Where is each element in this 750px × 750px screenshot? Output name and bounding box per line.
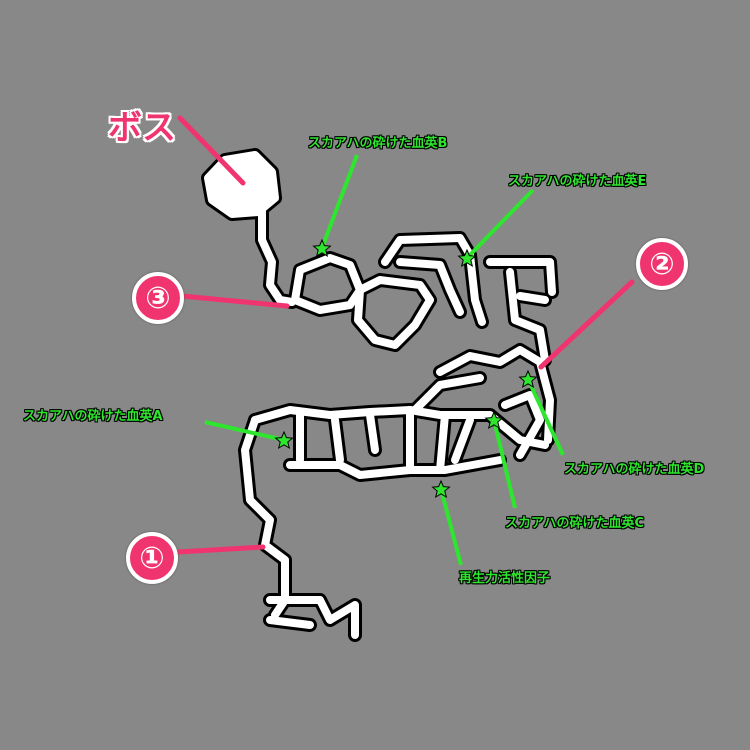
star-icon-c bbox=[484, 410, 504, 430]
item-c-leader-line bbox=[492, 419, 517, 509]
item-d-label: スカアハの砕けた血英D bbox=[564, 462, 705, 477]
regen-item-label: 再生力活性因子 bbox=[459, 571, 551, 586]
point-3-leader-line bbox=[179, 293, 290, 309]
star-icon-b bbox=[312, 238, 332, 258]
item-e-leader-line bbox=[465, 188, 535, 260]
point-2-leader-line bbox=[538, 279, 635, 370]
boss-leader-line bbox=[177, 115, 246, 186]
green-leader-lines bbox=[204, 154, 565, 566]
point-2-marker: ② bbox=[636, 238, 688, 290]
star-icon-d bbox=[518, 369, 538, 389]
star-icon-regen bbox=[431, 479, 451, 499]
point-1-marker: ① bbox=[126, 532, 178, 584]
pink-leader-lines bbox=[175, 115, 635, 555]
boss-marker-label: ボス bbox=[108, 108, 176, 148]
star-icon-e bbox=[457, 248, 477, 268]
map-corridors bbox=[201, 148, 559, 642]
item-stars bbox=[274, 238, 538, 499]
item-e-label: スカアハの砕けた血英E bbox=[508, 174, 647, 189]
star-icon-a bbox=[274, 430, 294, 450]
item-d-leader-line bbox=[526, 378, 565, 456]
point-3-marker: ③ bbox=[132, 272, 184, 324]
item-c-label: スカアハの砕けた血英C bbox=[505, 516, 645, 531]
item-b-leader-line bbox=[320, 154, 359, 249]
item-b-label: スカアハの砕けた血英B bbox=[308, 136, 448, 151]
item-a-leader-line bbox=[204, 420, 285, 442]
regen-leader-line bbox=[439, 488, 463, 566]
point-1-leader-line bbox=[175, 544, 266, 555]
item-a-label: スカアハの砕けた血英A bbox=[23, 409, 163, 424]
